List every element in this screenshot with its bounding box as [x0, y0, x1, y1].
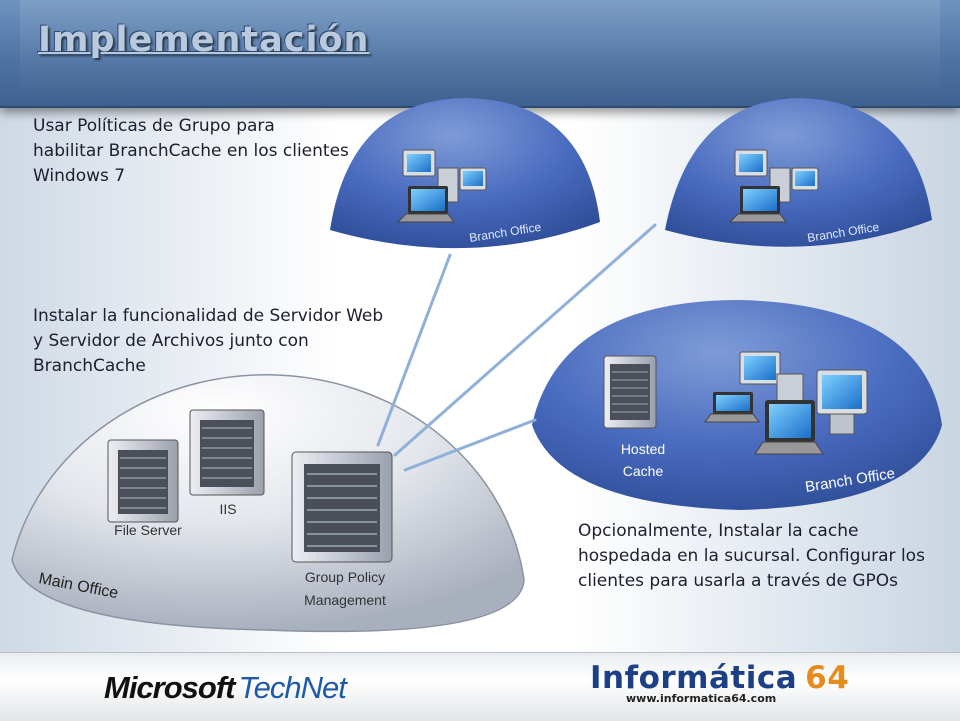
iis-label: IIS: [219, 501, 236, 517]
title-bar-shine: [20, 0, 940, 100]
title-bar: [0, 0, 960, 108]
gpo-note-line-1: Usar Políticas de Grupo para: [33, 116, 275, 136]
group-policy-server-icon: [291, 451, 393, 563]
optional-note-line-1: Opcionalmente, Instalar la cache: [578, 521, 859, 541]
link-top-right: [393, 223, 657, 457]
group-policy-label-1: Group Policy: [305, 569, 385, 585]
connection-lines: [376, 223, 657, 472]
install-note-line-2: y Servidor de Archivos junto con: [33, 331, 309, 351]
install-note-line-1: Instalar la funcionalidad de Servidor We…: [33, 306, 384, 326]
optional-note: Opcionalmente, Instalar la cache hospeda…: [578, 519, 948, 594]
link-top-left: [376, 253, 452, 447]
main-office-dome: [11, 374, 525, 633]
page-title: Implementación: [38, 20, 370, 60]
gpo-note-line-2: habilitar BranchCache en los clientes: [33, 141, 349, 161]
technet-wordmark: TechNet: [238, 670, 347, 705]
informatica-wordmark: Informática: [590, 660, 798, 696]
iis-server-icon: [189, 409, 265, 496]
computers-icon-hosted-branch: [704, 351, 868, 455]
footer-bar: [0, 652, 960, 721]
microsoft-wordmark: Microsoft: [104, 670, 235, 705]
informatica-number: 64: [805, 660, 850, 696]
gpo-note-line-3: Windows 7: [33, 166, 126, 186]
file-server-label: File Server: [114, 522, 182, 538]
optional-note-line-3: clientes para usarla a través de GPOs: [578, 571, 899, 591]
install-note: Instalar la funcionalidad de Servidor We…: [33, 304, 403, 379]
computers-icon-top-left: [396, 149, 487, 223]
link-hosted: [403, 418, 537, 472]
informatica64-url: www.informatica64.com: [626, 692, 777, 705]
computers-icon-top-right: [728, 149, 819, 223]
hosted-cache-label-1: Hosted: [621, 441, 665, 457]
group-policy-label-2: Management: [304, 592, 386, 608]
hosted-cache-server-icon: [603, 355, 657, 429]
hosted-cache-label-2: Cache: [623, 463, 664, 479]
file-server-icon: [107, 439, 179, 523]
gpo-note: Usar Políticas de Grupo para habilitar B…: [33, 114, 363, 189]
install-note-line-3: BranchCache: [33, 356, 146, 376]
optional-note-line-2: hospedada en la sucursal. Configurar los: [578, 546, 925, 566]
